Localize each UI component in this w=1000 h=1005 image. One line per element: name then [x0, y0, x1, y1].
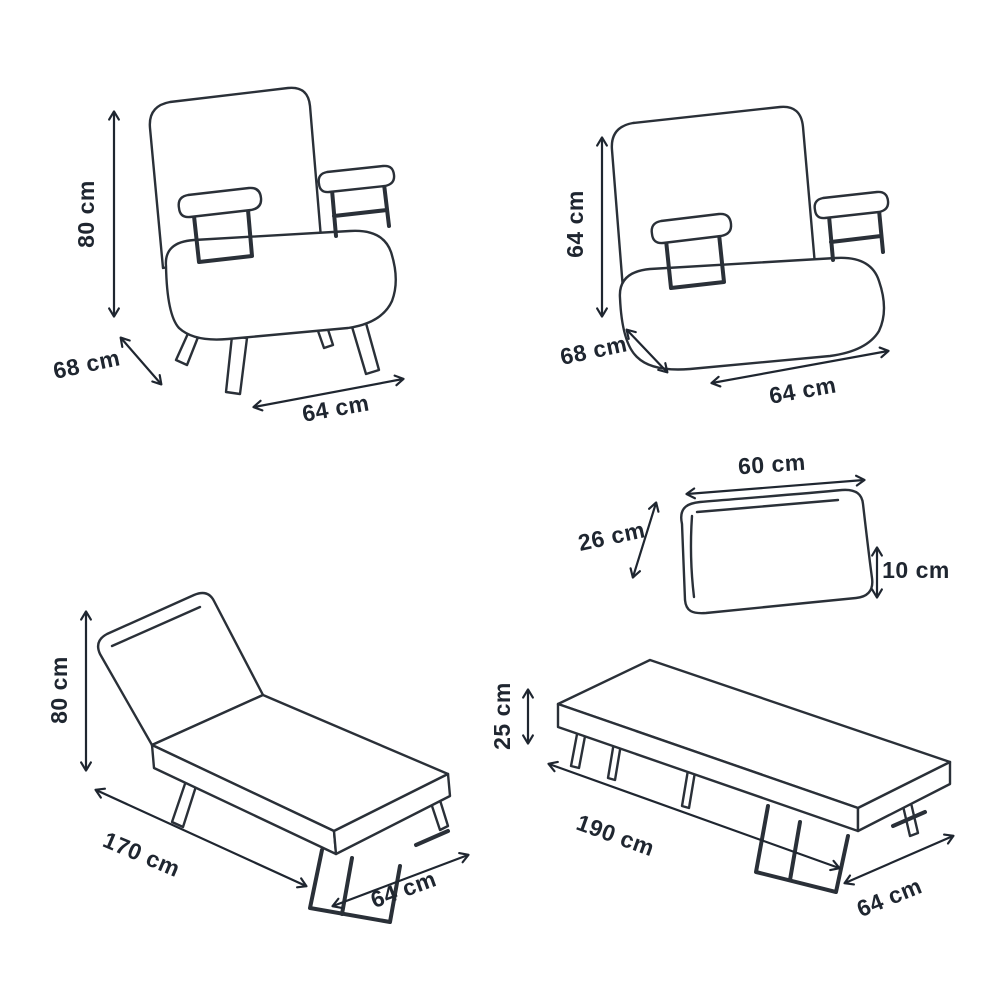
chair-depth-label: 68 cm	[51, 344, 123, 384]
lounger-seat-end	[332, 772, 452, 856]
lounger-length-arrow	[94, 787, 308, 889]
lounger-backrest-edge	[110, 605, 202, 648]
pillow-seam-top	[695, 498, 840, 514]
pillow-width-label: 60 cm	[737, 449, 806, 480]
folded-width-label: 64 cm	[767, 371, 838, 408]
bed-length-label: 190 cm	[573, 809, 658, 861]
chair-upright-drawing	[148, 86, 397, 396]
pillow-seam-left	[689, 514, 696, 599]
folded-width-arrow	[710, 346, 890, 388]
folded-left-armrest-frame	[664, 232, 726, 290]
folded-depth-label: 68 cm	[558, 330, 630, 370]
chair-seat	[164, 229, 397, 341]
chair-right-armrest-frame	[330, 182, 391, 238]
chair-leg-front-left	[224, 334, 249, 396]
pillow-thickness-label: 10 cm	[882, 557, 950, 583]
chair-height-label: 80 cm	[73, 180, 99, 248]
bed-glide	[891, 810, 927, 828]
bed-mattress-end	[856, 760, 952, 833]
chair-folded-drawing	[610, 105, 890, 371]
chair-depth-arrow	[119, 336, 163, 386]
pillow-depth-label: 26 cm	[576, 516, 648, 556]
lounger-frame-bar	[340, 856, 354, 916]
folded-right-armrest-frame	[827, 208, 885, 262]
bed-width-label: 64 cm	[853, 872, 926, 921]
bed-drawing	[556, 658, 952, 894]
pillow-depth-arrow	[629, 501, 660, 579]
lounger-height-label: 80 cm	[46, 656, 72, 724]
pillow-body	[680, 488, 874, 615]
lounger-glide	[414, 829, 450, 847]
bed-height-label: 25 cm	[489, 682, 515, 750]
bed-length-arrow	[547, 760, 841, 872]
pillow-drawing	[680, 488, 874, 615]
chair-left-armrest-pad	[177, 186, 263, 219]
folded-depth-arrow	[625, 328, 669, 374]
chair-width-arrow	[252, 374, 405, 412]
pillow-width-arrow	[685, 474, 866, 500]
bed-width-arrow	[843, 833, 955, 886]
folded-height-label: 64 cm	[562, 190, 588, 258]
folded-backrest	[610, 105, 817, 304]
chair-right-armrest-pad	[317, 164, 396, 194]
lounger-width-label: 64 cm	[367, 865, 440, 913]
lounger-length-label: 170 cm	[99, 826, 184, 882]
lounger-drawing	[96, 591, 452, 924]
lounger-backrest	[96, 591, 265, 747]
chair-width-label: 64 cm	[300, 389, 371, 426]
folded-left-armrest-pad	[650, 212, 733, 245]
lounger-width-arrow	[331, 852, 470, 909]
chair-left-armrest-frame	[192, 208, 254, 264]
chair-backrest	[148, 86, 323, 270]
folded-seat	[618, 256, 886, 371]
bed-leg-middle	[680, 768, 697, 810]
folded-right-armrest-pad	[813, 190, 890, 220]
